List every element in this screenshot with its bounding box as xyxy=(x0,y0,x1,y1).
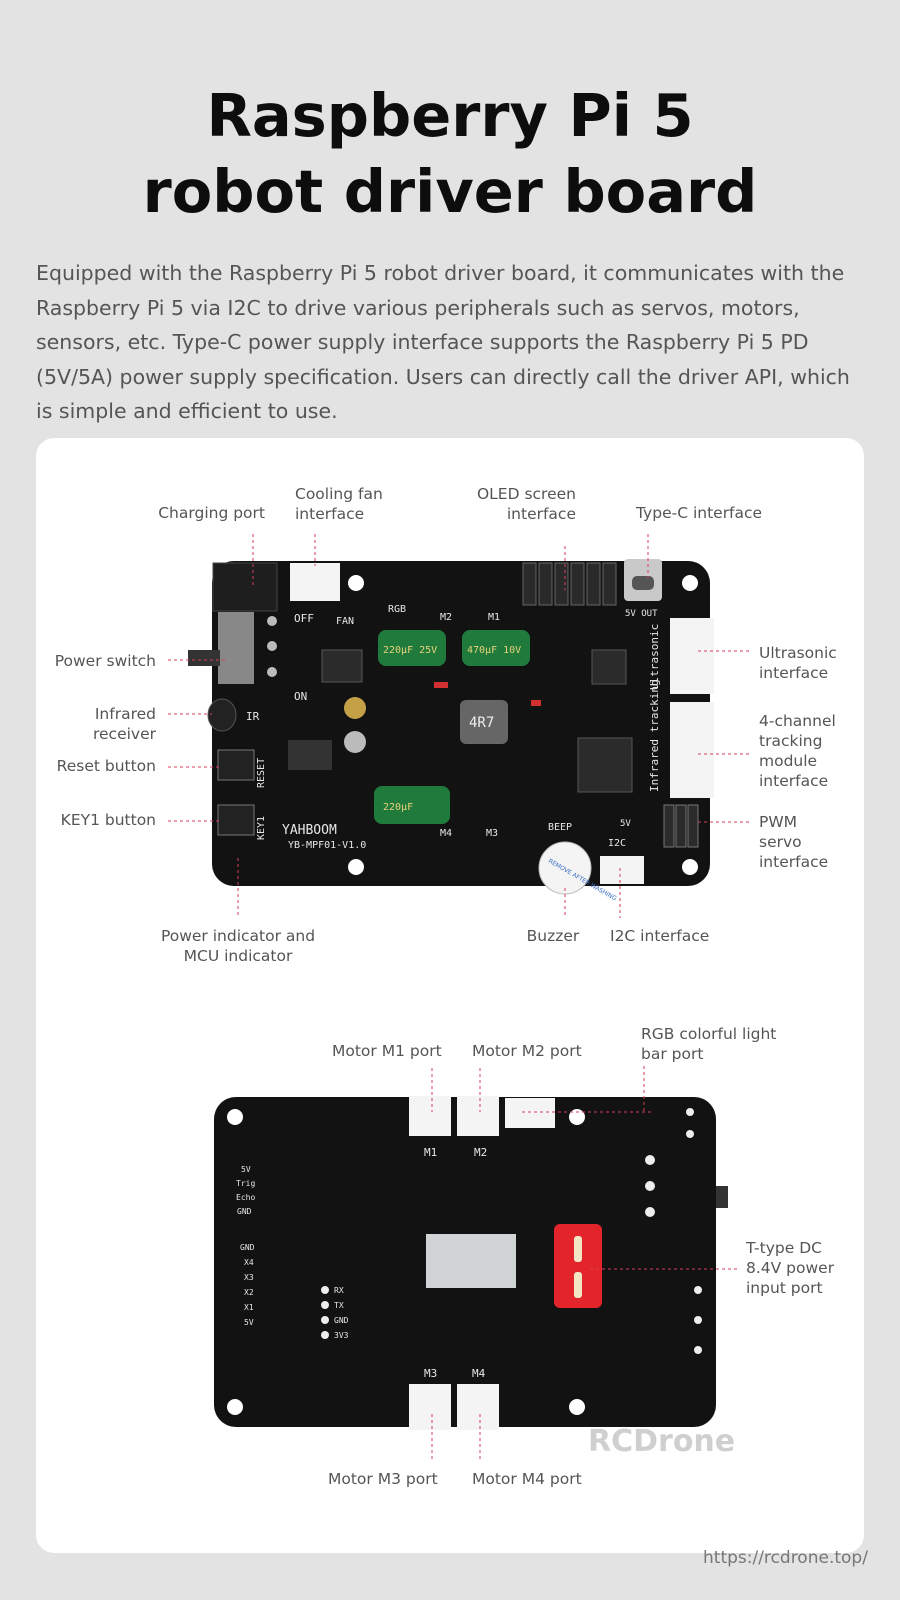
label-rgb: RGB colorful light bar port xyxy=(641,1025,777,1063)
pin-rx: RX xyxy=(334,1286,344,1295)
back-silk-m2: M2 xyxy=(474,1146,487,1159)
silk-i2c: I2C xyxy=(608,838,626,849)
silk-fan: FAN xyxy=(336,616,354,627)
silk-ultrasonic: Ultrasonic xyxy=(648,624,661,690)
front-leaders xyxy=(168,534,750,918)
silk-5v: 5V xyxy=(620,819,631,829)
label-motor-m1: Motor M1 port xyxy=(332,1042,442,1060)
label-tracking: 4-channel tracking module interface xyxy=(759,712,836,790)
pin-gnd: GND xyxy=(237,1207,252,1216)
title-line-1: Raspberry Pi 5 xyxy=(206,81,694,150)
inductor-text: 4R7 xyxy=(469,715,494,731)
label-reset: Reset button xyxy=(56,757,156,775)
cap-3-text: 220µF xyxy=(383,802,413,813)
pin-5v-2: 5V xyxy=(244,1318,254,1327)
silk-rgb: RGB xyxy=(388,604,406,615)
label-motor-m4: Motor M4 port xyxy=(472,1470,582,1488)
pin-x4: X4 xyxy=(244,1258,254,1267)
silk-m2: M2 xyxy=(440,612,452,623)
silk-m4: M4 xyxy=(440,828,452,839)
back-silk-m3: M3 xyxy=(424,1367,437,1380)
label-power-switch: Power switch xyxy=(54,652,156,670)
label-motor-m3: Motor M3 port xyxy=(328,1470,438,1488)
silk-reset: RESET xyxy=(256,758,267,788)
cap-2-text: 470µF 10V xyxy=(467,645,521,656)
pin-x2: X2 xyxy=(244,1288,254,1297)
label-charging-port: Charging port xyxy=(158,504,265,522)
pin-3v3: 3V3 xyxy=(334,1331,349,1340)
label-oled: OLED screen interface xyxy=(476,485,576,523)
title-line-2: robot driver board xyxy=(142,157,758,226)
label-buzzer: Buzzer xyxy=(526,927,580,945)
back-board: M1 M2 M3 M4 5V Trig Echo GND GND X4 X3 X… xyxy=(214,1096,728,1430)
label-ultrasonic: Ultrasonic interface xyxy=(759,644,837,682)
back-silk-m1: M1 xyxy=(424,1146,437,1159)
source-url: https://rcdrone.top/ xyxy=(703,1548,868,1568)
silk-on: ON xyxy=(294,690,307,703)
label-cooling-fan: Cooling fan interface xyxy=(295,485,383,523)
pin-echo: Echo xyxy=(236,1193,255,1202)
silk-m1: M1 xyxy=(488,612,500,623)
front-board: OFF ON FAN RGB M2 M1 5V OUT Ultrasonic I… xyxy=(188,559,714,903)
watermark: RCDrone xyxy=(588,1424,736,1459)
pin-x1: X1 xyxy=(244,1303,254,1312)
silk-m3: M3 xyxy=(486,828,498,839)
silk-key1: KEY1 xyxy=(256,816,267,840)
label-i2c: I2C interface xyxy=(610,927,710,945)
page-title: Raspberry Pi 5 robot driver board xyxy=(0,78,900,230)
pin-5v: 5V xyxy=(241,1165,251,1174)
pin-trig: Trig xyxy=(236,1179,255,1188)
label-motor-m2: Motor M2 port xyxy=(472,1042,582,1060)
label-infrared: Infrared receiver xyxy=(92,705,156,743)
silk-ir: IR xyxy=(246,710,260,723)
label-power-indicator: Power indicator and MCU indicator xyxy=(160,927,316,965)
pin-gnd-2: GND xyxy=(240,1243,255,1252)
silk-off: OFF xyxy=(294,612,314,625)
silk-model: YB-MPF01-V1.0 xyxy=(288,840,366,851)
back-leaders xyxy=(431,1066,738,1460)
silk-brand: YAHBOOM xyxy=(282,823,337,838)
label-pwm: PWM servo interface xyxy=(759,813,829,871)
pin-x3: X3 xyxy=(244,1273,254,1282)
pin-tx: TX xyxy=(334,1301,344,1310)
label-key1: KEY1 button xyxy=(60,811,156,829)
cap-1-text: 220µF 25V xyxy=(383,645,437,656)
silk-5vout: 5V OUT xyxy=(625,609,658,619)
description: Equipped with the Raspberry Pi 5 robot d… xyxy=(36,261,850,423)
label-typec: Type-C interface xyxy=(636,504,763,522)
label-dc-input: T-type DC 8.4V power input port xyxy=(746,1239,835,1297)
silk-beep: BEEP xyxy=(548,822,572,833)
back-silk-m4: M4 xyxy=(472,1367,486,1380)
silk-tracking: Infrared tracking xyxy=(648,679,661,792)
pin-gnd-3: GND xyxy=(334,1316,349,1325)
